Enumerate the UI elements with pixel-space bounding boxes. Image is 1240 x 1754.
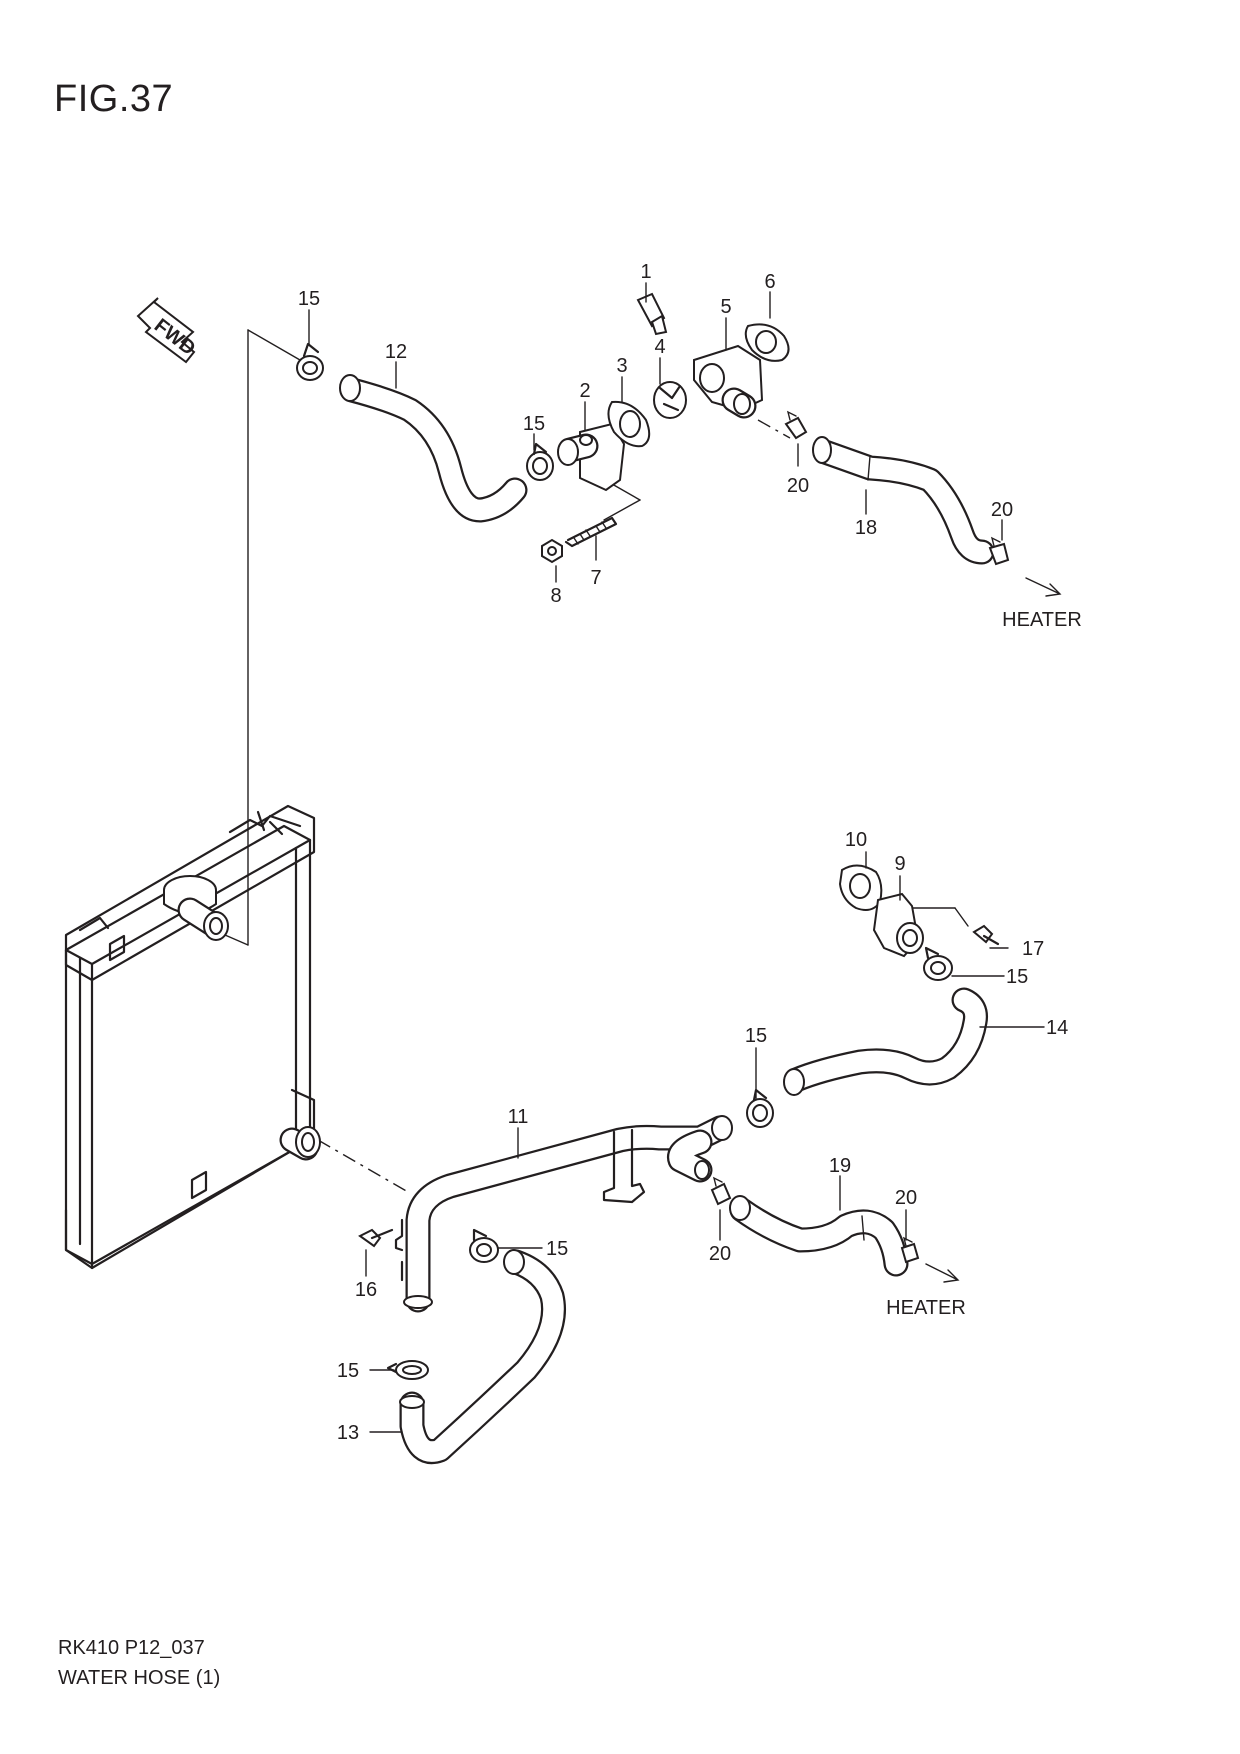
callout-15-c: 15 <box>1006 966 1028 988</box>
water-outlet-assembly <box>838 864 1000 958</box>
callout-5: 5 <box>720 296 731 318</box>
clamp-20-b <box>988 542 1010 566</box>
clamp-15-d <box>746 1088 774 1128</box>
clamp-15-b <box>526 442 554 481</box>
water-pipe-11 <box>358 1115 733 1313</box>
callout-8: 8 <box>550 585 561 607</box>
bolt-16 <box>358 1228 382 1248</box>
hose-clamps <box>296 342 953 1380</box>
callout-17: 17 <box>1022 938 1044 960</box>
clamp-20-c <box>710 1182 732 1206</box>
callout-2: 2 <box>579 380 590 402</box>
callout-15-b: 15 <box>523 413 545 435</box>
heater-hose-19 <box>710 1176 960 1283</box>
clamp-15-a <box>296 342 324 381</box>
clamp-15-e <box>469 1228 499 1263</box>
callout-11: 11 <box>508 1106 529 1128</box>
callout-15-d: 15 <box>745 1025 767 1047</box>
clamp-15-f <box>386 1360 429 1380</box>
callout-3: 3 <box>616 355 627 377</box>
thermostat-assembly <box>557 292 790 492</box>
callout-1: 1 <box>640 261 651 283</box>
callout-12: 12 <box>385 341 407 363</box>
gasket-3 <box>607 400 651 448</box>
diagram-code: RK410 P12_037 <box>58 1637 205 1659</box>
callout-10: 10 <box>845 829 867 851</box>
callout-4: 4 <box>654 336 665 358</box>
diagram-name: WATER HOSE (1) <box>58 1667 221 1689</box>
callout-14: 14 <box>1046 1017 1068 1039</box>
callout-15-e: 15 <box>546 1238 568 1260</box>
callout-20-a: 20 <box>787 475 809 497</box>
callout-20-b: 20 <box>991 499 1013 521</box>
stud-and-nut <box>541 516 618 564</box>
fwd-marker: FWD <box>136 297 199 364</box>
heater-arrow-lower <box>925 1263 960 1283</box>
callout-18: 18 <box>855 517 877 539</box>
clamp-15-c <box>923 946 953 981</box>
callout-15-f: 15 <box>337 1360 359 1382</box>
upper-radiator-hose <box>339 374 528 523</box>
callout-6: 6 <box>764 271 775 293</box>
figure-title: FIG.37 <box>54 78 174 120</box>
stud-7 <box>564 516 618 548</box>
heater-arrow-upper <box>1025 577 1062 597</box>
heater-hose-14 <box>783 987 988 1096</box>
forward-arrow-icon <box>136 297 196 364</box>
pipe-bracket <box>602 1128 646 1204</box>
callout-20-d: 20 <box>709 1243 731 1265</box>
callout-9: 9 <box>894 853 905 875</box>
heater-hose-upper <box>784 410 1062 597</box>
thermostat-cap-5 <box>693 344 764 419</box>
callout-13: 13 <box>337 1422 359 1444</box>
water-inlet-pipe-2 <box>557 422 626 492</box>
callout-16: 16 <box>355 1279 377 1301</box>
radiator <box>64 804 321 1270</box>
temperature-sensor-1 <box>636 292 668 336</box>
callout-leaders <box>308 282 1045 1433</box>
callout-numbers: 1 2 3 4 5 6 7 8 12 15 15 18 20 20 HEATER… <box>298 261 1082 1444</box>
gasket-6 <box>744 323 790 362</box>
heater-label-upper: HEATER <box>1002 609 1082 631</box>
clamp-20-a <box>784 416 808 440</box>
heater-label-lower: HEATER <box>886 1297 966 1319</box>
clamp-20-d <box>900 1242 920 1264</box>
callout-20-c: 20 <box>895 1187 917 1209</box>
callout-7: 7 <box>590 567 601 589</box>
lower-radiator-hose-13 <box>399 1249 567 1464</box>
callout-15-a: 15 <box>298 288 320 310</box>
callout-19: 19 <box>829 1155 851 1177</box>
thermostat-4 <box>653 381 687 419</box>
